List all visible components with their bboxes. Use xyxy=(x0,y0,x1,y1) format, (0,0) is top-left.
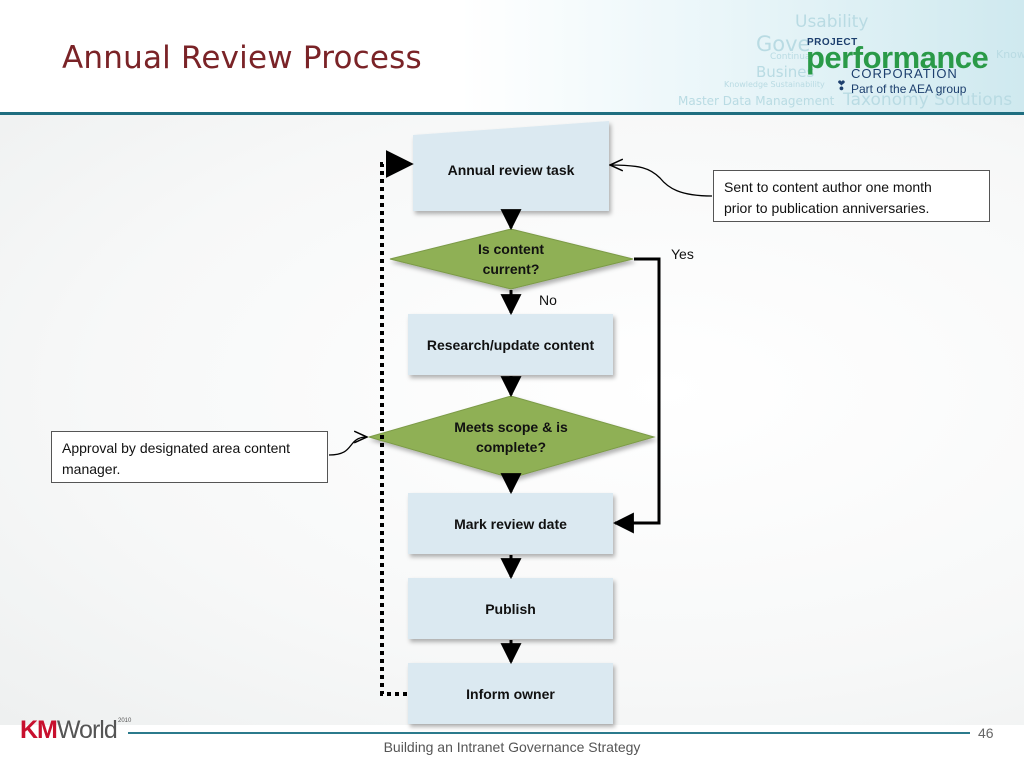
node-research-update-label: Research/update content xyxy=(426,336,595,353)
decision-is-content-current-label: Is content current? xyxy=(431,236,591,282)
callout-connector-sent xyxy=(610,165,713,197)
background-word: Gove xyxy=(756,32,811,56)
edge-loop-inform-to-task xyxy=(380,150,414,696)
decision-meets-scope-label: Meets scope & is complete? xyxy=(411,414,611,460)
decision-is-content-current-shape xyxy=(389,228,634,290)
note-text-line: Approval by designated area content xyxy=(62,440,291,456)
logo-aea-text: Part of the AEA group xyxy=(851,82,967,96)
kmworld-logo: KMWorld xyxy=(20,716,118,745)
page-number: 46 xyxy=(978,725,994,741)
aea-logo-icon: ❣ xyxy=(836,78,847,93)
kmworld-km-text: KM xyxy=(20,716,58,744)
slide-title: Annual Review Process xyxy=(62,40,422,76)
decision-text-line: complete? xyxy=(475,439,546,455)
background-word: Busines xyxy=(756,63,815,81)
decision-text-line: current? xyxy=(482,261,540,277)
kmworld-year-text: 2010 xyxy=(118,718,131,724)
logo-corporation-text: CORPORATION xyxy=(851,66,958,81)
background-word: Know xyxy=(996,48,1024,61)
node-publish-shape xyxy=(408,578,613,639)
header-divider xyxy=(0,112,1024,115)
background-word: Taxonomy Solutions xyxy=(843,90,1013,110)
background-word: Continual xyxy=(770,52,813,62)
node-mark-review-date-label: Mark review date xyxy=(454,515,567,532)
decision-meets-scope-shape xyxy=(367,395,656,479)
logo-project-text: PROJECT xyxy=(807,37,858,48)
node-publish-label: Publish xyxy=(485,600,536,617)
node-annual-review-task-label: Annual review task xyxy=(447,162,575,178)
decision-text-line: Is content xyxy=(477,241,545,257)
callout-connector-approval xyxy=(328,437,367,456)
footer-divider xyxy=(128,732,970,734)
node-research-update-shape xyxy=(408,314,613,375)
node-inform-owner-shape xyxy=(408,663,613,724)
edge-yes-to-mark xyxy=(612,257,661,534)
edge-label-yes: Yes xyxy=(671,246,694,262)
edge-label-no: No xyxy=(539,292,557,308)
note-approval: Approval by designated area content mana… xyxy=(51,431,328,483)
note-text-line: Sent to content author one month xyxy=(724,179,932,195)
header-band xyxy=(0,0,1024,114)
note-text-line: manager. xyxy=(62,461,121,477)
node-mark-review-date-shape xyxy=(408,493,613,554)
note-sent-to-author: Sent to content author one month prior t… xyxy=(713,170,990,222)
logo-performance-text: performance xyxy=(806,40,989,75)
decision-text-line: Meets scope & is xyxy=(454,419,568,435)
background-word: Knowledge Sustainability xyxy=(724,80,825,89)
footer-text: Building an Intranet Governance Strategy xyxy=(383,739,641,755)
note-text-line: prior to publication anniversaries. xyxy=(724,200,930,216)
background-word: Usability xyxy=(795,12,869,32)
node-annual-review-task-shape xyxy=(413,121,609,211)
background-word: Master Data Management xyxy=(678,94,835,108)
node-inform-owner-label: Inform owner xyxy=(466,685,555,702)
kmworld-world-text: World xyxy=(56,716,118,744)
